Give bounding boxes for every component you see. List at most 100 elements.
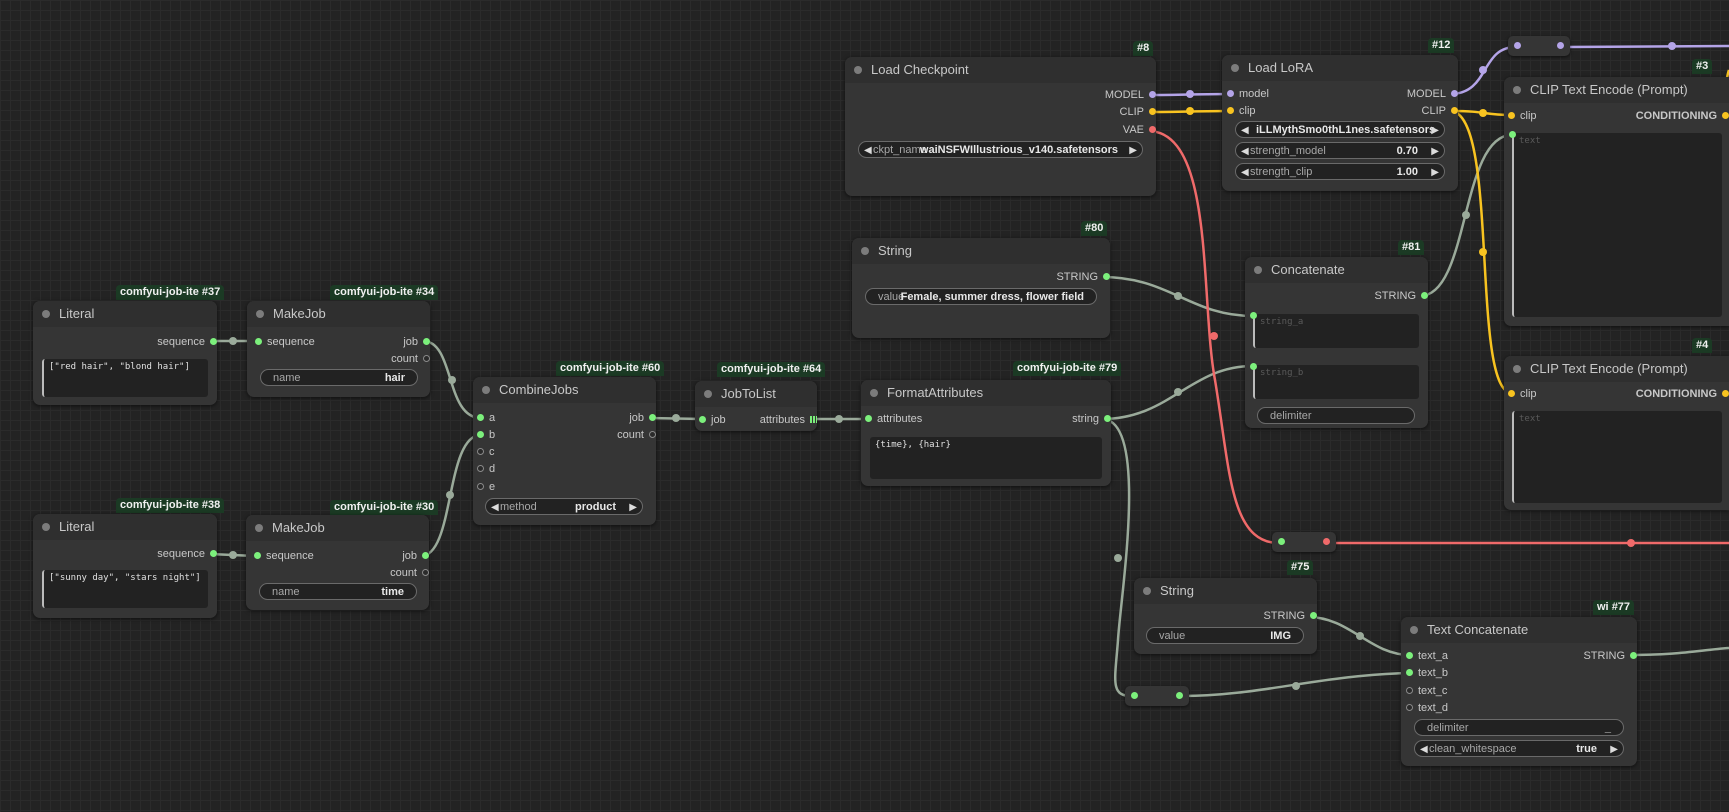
- input-a[interactable]: a: [477, 411, 495, 425]
- output-dot-icon[interactable]: [1722, 112, 1729, 119]
- node-concatenate-81[interactable]: Concatenate STRING string_a string_b del…: [1245, 257, 1428, 428]
- input-clip[interactable]: clip: [1508, 387, 1537, 401]
- node-title[interactable]: CLIP Text Encode (Prompt): [1504, 77, 1729, 103]
- arrow-right-icon[interactable]: ▶: [1431, 167, 1439, 178]
- arrow-left-icon[interactable]: ◀: [1241, 125, 1249, 136]
- output-count[interactable]: count: [390, 566, 429, 580]
- collapse-dot-icon[interactable]: [1410, 626, 1418, 634]
- arrow-left-icon[interactable]: ◀: [864, 145, 872, 156]
- input-c[interactable]: c: [477, 445, 495, 459]
- string-a-input[interactable]: string_a: [1253, 314, 1419, 348]
- output-dot-icon[interactable]: [1421, 292, 1428, 299]
- output-string[interactable]: STRING: [1263, 609, 1317, 623]
- output-count[interactable]: count: [617, 428, 656, 442]
- input-text-b[interactable]: text_b: [1406, 666, 1448, 680]
- output-conditioning[interactable]: CONDITIONING: [1636, 109, 1729, 123]
- output-job[interactable]: job: [629, 411, 656, 425]
- delimiter-widget[interactable]: delimiter: [1257, 407, 1415, 424]
- node-title[interactable]: CombineJobs: [473, 377, 656, 403]
- output-model[interactable]: MODEL: [1407, 87, 1458, 101]
- input-b[interactable]: b: [477, 428, 495, 442]
- output-string[interactable]: string: [1072, 412, 1111, 426]
- output-job[interactable]: job: [403, 335, 430, 349]
- collapse-dot-icon[interactable]: [255, 524, 263, 532]
- input-dot-icon[interactable]: [477, 431, 484, 438]
- input-attributes[interactable]: attributes: [865, 412, 922, 426]
- output-dot-icon[interactable]: [1310, 612, 1317, 619]
- output-vae[interactable]: VAE: [1123, 123, 1156, 137]
- arrow-right-icon[interactable]: ▶: [1431, 125, 1439, 136]
- literal-text[interactable]: ["sunny day", "stars night"]: [42, 570, 208, 608]
- input-dot-icon[interactable]: [865, 415, 872, 422]
- lora-name-select[interactable]: ◀iLLMythSmo0thL1nes.safetensors▶: [1235, 121, 1445, 138]
- literal-text[interactable]: ["red hair", "blond hair"]: [42, 359, 208, 397]
- input-dot-icon[interactable]: [254, 552, 261, 559]
- output-dot-icon[interactable]: [1149, 108, 1156, 115]
- input-dot-icon[interactable]: [477, 483, 484, 490]
- output-clip[interactable]: CLIP: [1120, 105, 1156, 119]
- input-d[interactable]: d: [477, 462, 495, 476]
- collapse-dot-icon[interactable]: [256, 310, 264, 318]
- input-dot-icon[interactable]: [1250, 312, 1257, 319]
- output-string[interactable]: STRING: [1056, 270, 1110, 284]
- collapse-dot-icon[interactable]: [1143, 587, 1151, 595]
- output-dot-icon[interactable]: [210, 338, 217, 345]
- input-dot-icon[interactable]: [699, 416, 706, 423]
- reroute-out-dot-icon[interactable]: [1176, 692, 1183, 699]
- output-dot-icon[interactable]: [1103, 273, 1110, 280]
- arrow-right-icon[interactable]: ▶: [1129, 145, 1137, 156]
- input-dot-icon[interactable]: [1250, 363, 1257, 370]
- prompt-text-input[interactable]: text: [1512, 411, 1722, 503]
- input-e[interactable]: e: [477, 480, 495, 494]
- input-dot-icon[interactable]: [255, 338, 262, 345]
- collapse-dot-icon[interactable]: [854, 66, 862, 74]
- format-text[interactable]: {time}, {hair}: [870, 437, 1102, 479]
- string-b-input[interactable]: string_b: [1253, 365, 1419, 399]
- collapse-dot-icon[interactable]: [482, 386, 490, 394]
- input-dot-icon[interactable]: [1406, 652, 1413, 659]
- node-clip-text-encode-3[interactable]: CLIP Text Encode (Prompt) clip CONDITION…: [1504, 77, 1729, 326]
- node-title[interactable]: Literal: [33, 514, 217, 540]
- input-dot-icon[interactable]: [1508, 112, 1515, 119]
- node-title[interactable]: String: [1134, 578, 1317, 604]
- output-string[interactable]: STRING: [1374, 289, 1428, 303]
- output-dot-icon[interactable]: [210, 550, 217, 557]
- collapse-dot-icon[interactable]: [42, 523, 50, 531]
- input-sequence[interactable]: sequence: [254, 549, 314, 563]
- node-title[interactable]: Text Concatenate: [1401, 617, 1637, 643]
- reroute-node[interactable]: [1125, 686, 1189, 706]
- node-title[interactable]: Concatenate: [1245, 257, 1428, 283]
- input-dot-icon[interactable]: [1406, 704, 1413, 711]
- output-dot-icon[interactable]: [1149, 126, 1156, 133]
- node-jobtolist-64[interactable]: JobToList job attributes: [695, 381, 817, 431]
- node-title[interactable]: Load Checkpoint: [845, 57, 1156, 83]
- output-sequence[interactable]: sequence: [157, 547, 217, 561]
- node-title[interactable]: CLIP Text Encode (Prompt): [1504, 356, 1729, 382]
- list-output-icon[interactable]: [810, 416, 817, 423]
- arrow-right-icon[interactable]: ▶: [629, 502, 637, 513]
- collapse-dot-icon[interactable]: [870, 389, 878, 397]
- reroute-out-dot-icon[interactable]: [1557, 42, 1564, 49]
- reroute-node[interactable]: [1508, 36, 1570, 56]
- node-load-checkpoint-8[interactable]: Load Checkpoint MODEL CLIP VAE ◀ckpt_nam…: [845, 57, 1156, 196]
- output-clip[interactable]: CLIP: [1422, 104, 1458, 118]
- output-dot-icon[interactable]: [1104, 415, 1111, 422]
- arrow-right-icon[interactable]: ▶: [1431, 146, 1439, 157]
- output-model[interactable]: MODEL: [1105, 88, 1156, 102]
- arrow-left-icon[interactable]: ◀: [1241, 167, 1249, 178]
- collapse-dot-icon[interactable]: [1513, 365, 1521, 373]
- input-text-c[interactable]: text_c: [1406, 684, 1447, 698]
- input-sequence[interactable]: sequence: [255, 335, 315, 349]
- reroute-node[interactable]: [1272, 532, 1336, 552]
